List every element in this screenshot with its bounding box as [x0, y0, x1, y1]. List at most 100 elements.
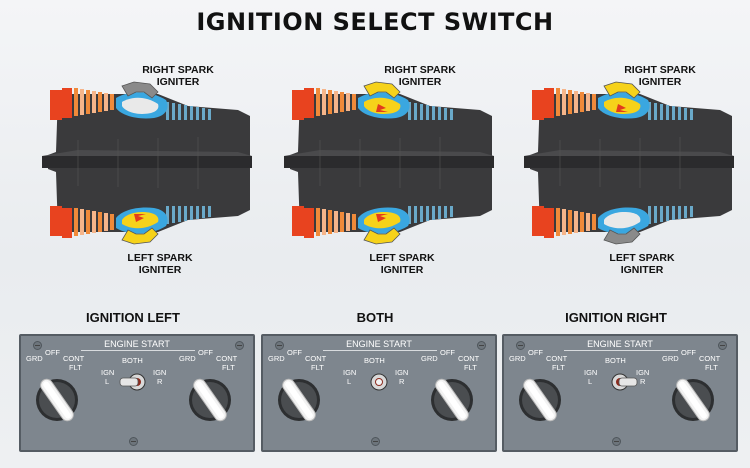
- engine-core-shaft: [42, 156, 252, 168]
- engine-cutaway: [42, 81, 252, 245]
- fan-stage-upper: [544, 88, 554, 118]
- knob-label-cont: CONT: [458, 354, 480, 363]
- engine-start-panel-both: ENGINE START GRD OFF CONT FLT GRD OFF CO…: [261, 334, 497, 452]
- ignition-select-switch[interactable]: [359, 369, 399, 395]
- compressor-blade-lower: [340, 212, 344, 232]
- section-label-both: BOTH: [356, 310, 394, 325]
- combustion-flame-lower: [604, 212, 641, 229]
- compressor-blade-lower: [586, 213, 590, 231]
- compressor-blade-lower: [98, 212, 102, 232]
- turbine-blade-lower: [172, 206, 175, 223]
- compressor-blade-lower: [86, 210, 90, 234]
- combustion-flame-upper: [364, 97, 401, 114]
- compressor-blade-upper: [92, 91, 96, 113]
- fan-stage-lower: [544, 208, 554, 238]
- panel-title-rule: [81, 350, 195, 351]
- compressor-blade-lower: [104, 213, 108, 231]
- fan-stage-upper: [304, 88, 314, 118]
- ign-label-r-1: IGN: [153, 368, 167, 377]
- panel-screw-top-left: [33, 341, 42, 350]
- compressor-blade-upper: [592, 94, 596, 110]
- turbine-blade-upper: [184, 105, 187, 120]
- spark-lower: [134, 214, 146, 222]
- knob-pointer-highlight: [43, 381, 71, 419]
- turbine-blade-lower: [660, 206, 663, 222]
- turbine-blade-lower: [166, 206, 169, 224]
- engine-start-knob-left[interactable]: [29, 368, 89, 430]
- ign-label-l-1: IGN: [584, 368, 598, 377]
- compressor-blade-upper: [574, 91, 578, 113]
- turbine-blade-lower: [414, 206, 417, 223]
- right-spark-igniter: [121, 81, 159, 99]
- turbine-blade-upper: [684, 108, 687, 120]
- engine-core-highlight: [284, 150, 494, 156]
- engine-start-knob-right[interactable]: [182, 368, 242, 430]
- knob-pointer-highlight: [285, 381, 313, 419]
- turbine-blade-upper: [202, 108, 205, 120]
- ignition-select-switch[interactable]: [117, 369, 157, 395]
- turbine-blade-lower: [178, 206, 181, 222]
- compressor-blade-upper: [110, 94, 114, 110]
- section-label-ignition-left: IGNITION LEFT: [86, 310, 180, 325]
- turbine-blade-lower: [654, 206, 657, 223]
- engine-start-knob-right[interactable]: [424, 368, 484, 430]
- fan-stage-lower: [304, 208, 314, 238]
- compressor-blade-lower: [592, 214, 596, 230]
- turbine-blade-lower: [408, 206, 411, 224]
- turbine-blade-upper: [648, 102, 651, 120]
- compressor-blade-lower: [352, 214, 356, 230]
- turbine-blade-upper: [420, 104, 423, 120]
- spark-upper: [616, 104, 628, 112]
- panel-screw-top-left: [275, 341, 284, 350]
- knob-label-grd: GRD: [26, 354, 43, 363]
- turbine-blade-upper: [190, 106, 193, 120]
- spark-upper: [376, 104, 388, 112]
- knob-pointer-highlight: [679, 381, 707, 419]
- ign-label-l-2: L: [347, 377, 352, 386]
- ign-label-r-1: IGN: [636, 368, 650, 377]
- switch-lever: [119, 377, 139, 387]
- page-title: IGNITION SELECT SWITCH: [196, 8, 554, 36]
- ignition-select-switch[interactable]: [600, 369, 640, 395]
- ign-label-both: BOTH: [122, 356, 143, 365]
- turbine-blade-lower: [666, 206, 669, 221]
- turbine-blade-lower: [202, 206, 205, 218]
- turbine-blade-lower: [648, 206, 651, 224]
- compressor-blade-lower: [316, 208, 320, 236]
- engine-core-shaft: [524, 156, 734, 168]
- compressor-blade-lower: [328, 210, 332, 234]
- panel-title: ENGINE START: [104, 339, 170, 349]
- turbine-blade-upper: [450, 109, 453, 120]
- knob-label-off: OFF: [528, 348, 543, 357]
- engine-start-knob-left[interactable]: [271, 368, 331, 430]
- knob-label-flt: FLT: [69, 363, 82, 372]
- compressor-blade-upper: [322, 89, 326, 115]
- knob-label-flt: FLT: [552, 363, 565, 372]
- knob-label-cont: CONT: [305, 354, 327, 363]
- right-spark-igniter: [603, 81, 641, 99]
- knob-pointer-highlight: [196, 381, 224, 419]
- switch-lever: [376, 379, 382, 385]
- panel-screw-bottom-center: [612, 437, 621, 446]
- engine-start-knob-left[interactable]: [512, 368, 572, 430]
- turbine-blade-upper: [432, 106, 435, 120]
- knob-label-flt: FLT: [705, 363, 718, 372]
- knob-label-grd: GRD: [268, 354, 285, 363]
- turbine-blade-upper: [654, 103, 657, 120]
- knob-group: [519, 378, 561, 422]
- panel-screw-top-left: [516, 341, 525, 350]
- knob-label-off: OFF: [198, 348, 213, 357]
- turbine-blade-upper: [166, 102, 169, 120]
- engine-start-knob-right[interactable]: [665, 368, 725, 430]
- fan-stage-lower: [532, 206, 544, 236]
- turbine-blade-upper: [178, 104, 181, 120]
- panel-screw-bottom-center: [129, 437, 138, 446]
- ign-label-l-2: L: [588, 377, 593, 386]
- knob-label-cont: CONT: [546, 354, 568, 363]
